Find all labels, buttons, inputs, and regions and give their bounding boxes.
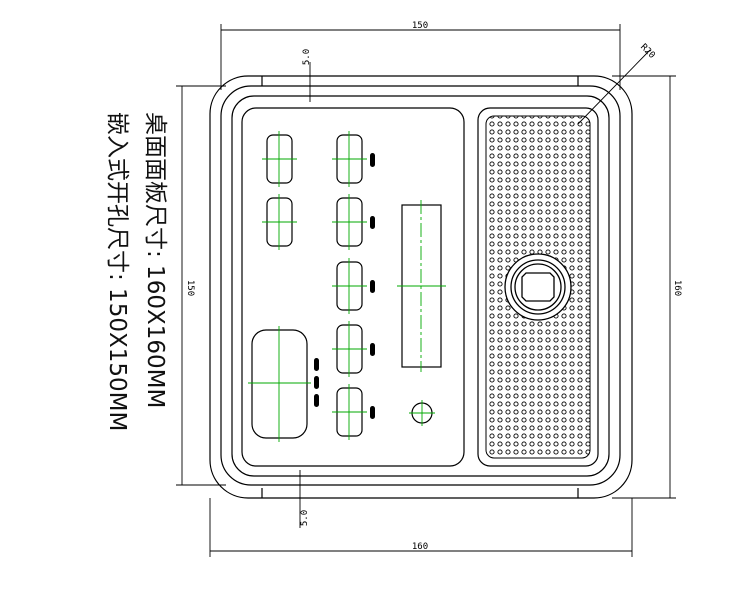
note-cutout-size: 嵌入式开孔尺寸: 150X150MM (104, 112, 130, 431)
note-panel-size: 桌面面板尺寸: 160X160MM (142, 112, 168, 408)
dim-right-height: 160 (672, 280, 682, 296)
indicator-leds (314, 153, 375, 419)
led-knob-3 (314, 394, 319, 407)
dim-corner-radius: R20 (638, 42, 657, 61)
dim-left-height: 150 (185, 280, 195, 296)
panel-outline (209, 75, 633, 499)
dimension-lines (176, 24, 676, 557)
dim-top-offset: 5.0 (302, 49, 312, 65)
led-2 (370, 216, 375, 229)
led-5 (370, 406, 375, 419)
led-1 (370, 153, 375, 167)
led-3 (370, 280, 375, 293)
led-4 (370, 343, 375, 356)
knob (504, 253, 572, 321)
control-area (241, 107, 465, 467)
led-knob-2 (314, 376, 319, 389)
left-buttons (266, 134, 293, 247)
centerlines (248, 131, 446, 442)
dim-bottom-width: 160 (412, 542, 428, 552)
led-knob-1 (314, 358, 319, 371)
right-buttons (336, 134, 363, 437)
dim-top-width: 150 (412, 21, 428, 31)
dim-bottom-offset: 5.0 (300, 510, 310, 526)
large-key (251, 329, 308, 439)
